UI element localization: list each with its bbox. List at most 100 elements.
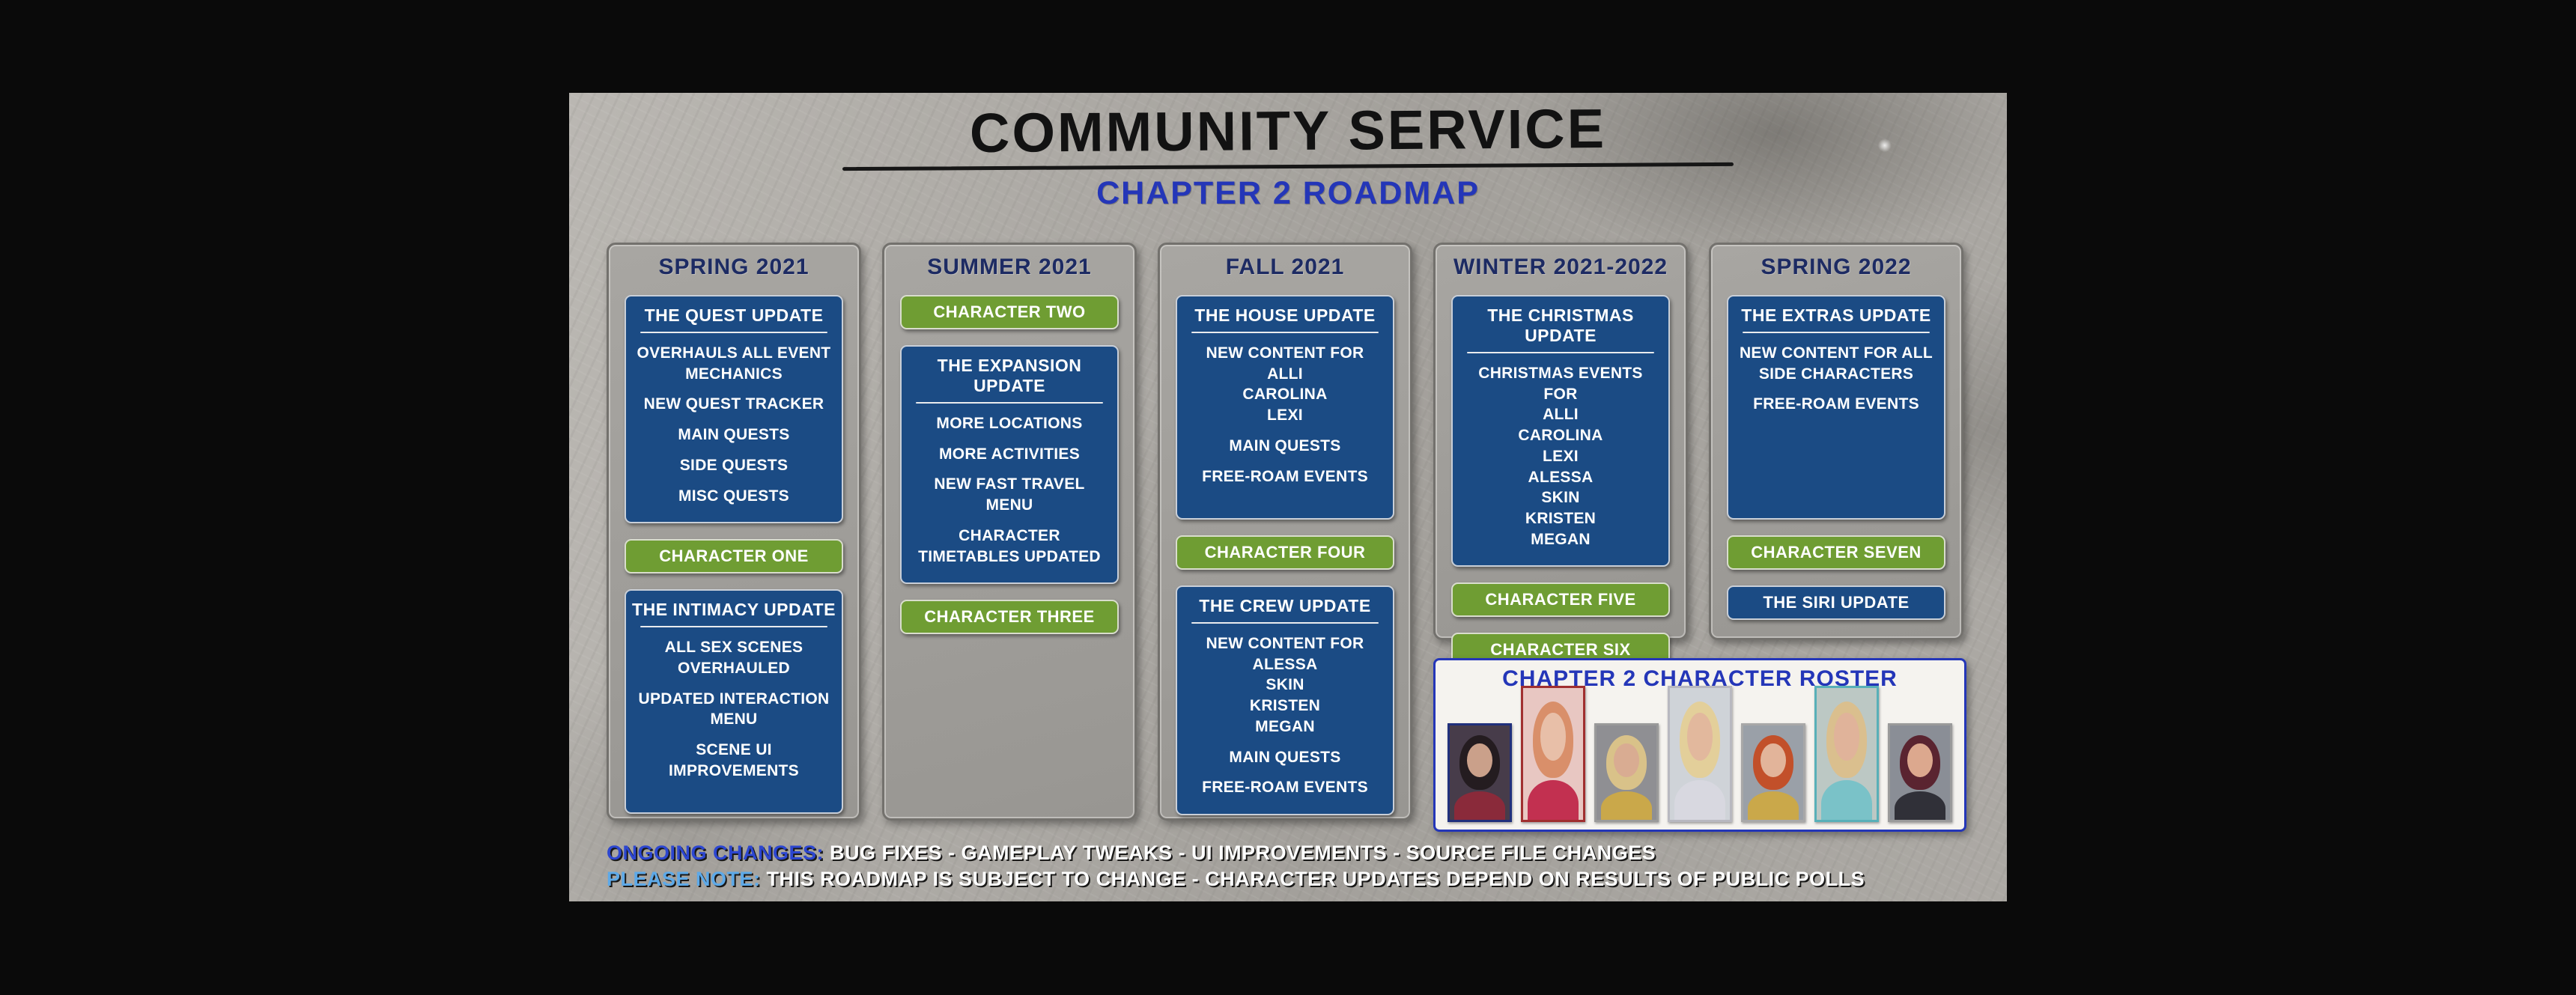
update-box: THE QUEST UPDATE OVERHAULS ALL EVENT MECH… [625, 295, 843, 524]
portrait-torso-shape [1821, 780, 1872, 820]
pill-label: CHARACTER FOUR [1204, 543, 1366, 562]
footer-notes: ONGOING CHANGES: BUG FIXES - GAMEPLAY TW… [607, 840, 1963, 892]
update-divider [915, 402, 1104, 404]
update-item: MORE ACTIVITIES [938, 445, 1081, 463]
character-portrait [1814, 686, 1879, 822]
character-pill: CHARACTER TWO [900, 295, 1119, 329]
page-subtitle: CHAPTER 2 ROADMAP [1096, 175, 1480, 211]
update-item: CHRISTMAS EVENTS FOR ALLI CAROLINA LEXI … [1478, 365, 1643, 548]
roster-panel: CHAPTER 2 CHARACTER ROSTER [1433, 658, 1966, 832]
update-divider [1191, 622, 1379, 624]
update-item: NEW FAST TRAVEL MENU [934, 475, 1085, 514]
update-item: SIDE QUESTS [679, 456, 789, 474]
update-box: THE INTIMACY UPDATE ALL SEX SCENES OVERHA… [625, 589, 843, 815]
update-item: FREE-ROAM EVENTS [1202, 779, 1368, 797]
portrait-torso-shape [1748, 791, 1799, 820]
update-title: THE CREW UPDATE [1199, 596, 1371, 615]
portrait-torso-shape [1454, 791, 1505, 820]
please-note-label: PLEASE NOTE: [607, 868, 761, 890]
update-pill: THE SIRI UPDATE [1727, 585, 1945, 620]
update-title: THE QUEST UPDATE [644, 305, 824, 325]
character-portrait [1668, 686, 1732, 822]
update-item: CHARACTER TIMETABLES UPDATED [918, 526, 1101, 565]
roadmap-poster: COMMUNITY SERVICE CHAPTER 2 ROADMAP SPRI… [569, 93, 2007, 901]
update-title: THE EXPANSION UPDATE [937, 356, 1082, 395]
please-note-text: THIS ROADMAP IS SUBJECT TO CHANGE - CHAR… [760, 868, 1865, 890]
update-item: MAIN QUESTS [678, 426, 790, 444]
update-item: SCENE UI IMPROVEMENTS [669, 741, 799, 779]
portrait-torso-shape [1601, 791, 1652, 820]
season-title: WINTER 2021-2022 [1453, 255, 1668, 279]
ongoing-changes-text: BUG FIXES - GAMEPLAY TWEAKS - UI IMPROVE… [824, 842, 1656, 864]
character-pill: CHARACTER ONE [625, 539, 843, 574]
character-pill: CHARACTER SEVEN [1727, 535, 1945, 570]
character-portrait [1594, 723, 1659, 822]
pill-label: CHARACTER SIX [1490, 640, 1631, 660]
portrait-torso-shape [1895, 791, 1945, 820]
character-portrait [1741, 723, 1805, 822]
please-note-line: PLEASE NOTE: THIS ROADMAP IS SUBJECT TO … [607, 866, 1963, 892]
update-item: OVERHAULS ALL EVENT MECHANICS [637, 344, 831, 383]
portrait-face-shape [1834, 713, 1859, 761]
update-item: UPDATED INTERACTION MENU [638, 690, 830, 728]
update-divider [1191, 332, 1379, 333]
portrait-face-shape [1907, 743, 1933, 778]
character-portrait [1521, 686, 1585, 822]
update-item: MORE LOCATIONS [936, 415, 1083, 432]
season-title: SUMMER 2021 [927, 255, 1092, 279]
update-item: MAIN QUESTS [1229, 748, 1341, 766]
update-item: NEW CONTENT FOR ALL SIDE CHARACTERS [1739, 344, 1933, 383]
character-pill: CHARACTER THREE [900, 600, 1119, 635]
portrait-face-shape [1540, 713, 1566, 761]
portrait-face-shape [1687, 713, 1713, 761]
pill-label: CHARACTER ONE [659, 547, 809, 566]
pill-label: CHARACTER TWO [933, 302, 1086, 321]
main-title: COMMUNITY SERVICE [969, 97, 1607, 164]
portrait-face-shape [1761, 743, 1786, 778]
character-pill: CHARACTER FOUR [1176, 535, 1394, 570]
update-divider [1466, 352, 1655, 353]
portrait-face-shape [1467, 743, 1492, 778]
update-title: THE CHRISTMAS UPDATE [1487, 305, 1634, 345]
update-box: THE HOUSE UPDATE NEW CONTENT FOR ALLI CAR… [1176, 295, 1394, 520]
update-box: THE CREW UPDATE NEW CONTENT FOR ALESSA SK… [1176, 585, 1394, 816]
update-title: THE HOUSE UPDATE [1194, 305, 1376, 325]
update-item: NEW CONTENT FOR ALLI CAROLINA LEXI [1206, 344, 1364, 425]
character-pill: CHARACTER FIVE [1451, 582, 1670, 618]
update-box: THE EXPANSION UPDATE MORE LOCATIONS MORE A… [900, 345, 1119, 585]
update-item: MISC QUESTS [678, 487, 789, 505]
pill-label: CHARACTER SEVEN [1751, 543, 1922, 562]
season-title: SPRING 2021 [658, 255, 809, 279]
portrait-face-shape [1614, 743, 1639, 778]
update-item: ALL SEX SCENES OVERHAULED [664, 639, 804, 678]
update-item: FREE-ROAM EVENTS [1753, 395, 1919, 413]
update-box: THE EXTRAS UPDATE NEW CONTENT FOR ALL SID… [1727, 295, 1945, 520]
character-portrait [1448, 723, 1512, 822]
portrait-torso-shape [1674, 780, 1725, 820]
update-box: THE CHRISTMAS UPDATE CHRISTMAS EVENTS FOR… [1451, 295, 1670, 568]
season-title: SPRING 2022 [1761, 255, 1912, 279]
update-item: MAIN QUESTS [1229, 436, 1341, 454]
update-item: NEW CONTENT FOR ALESSA SKIN KRISTEN MEGA… [1206, 635, 1364, 735]
update-divider [640, 626, 828, 628]
update-divider [640, 332, 828, 333]
update-item: FREE-ROAM EVENTS [1202, 467, 1368, 485]
character-portrait [1888, 723, 1952, 822]
update-item: NEW QUEST TRACKER [643, 395, 824, 413]
update-divider [1742, 332, 1931, 333]
season-title: FALL 2021 [1225, 255, 1345, 279]
ongoing-changes-line: ONGOING CHANGES: BUG FIXES - GAMEPLAY TW… [607, 840, 1963, 866]
update-title: THE INTIMACY UPDATE [632, 600, 836, 620]
pill-label: THE SIRI UPDATE [1763, 593, 1910, 612]
pill-label: CHARACTER THREE [924, 607, 1095, 627]
update-title: THE EXTRAS UPDATE [1741, 305, 1931, 325]
ongoing-changes-label: ONGOING CHANGES: [607, 842, 824, 864]
portraits-row [1436, 686, 1964, 822]
